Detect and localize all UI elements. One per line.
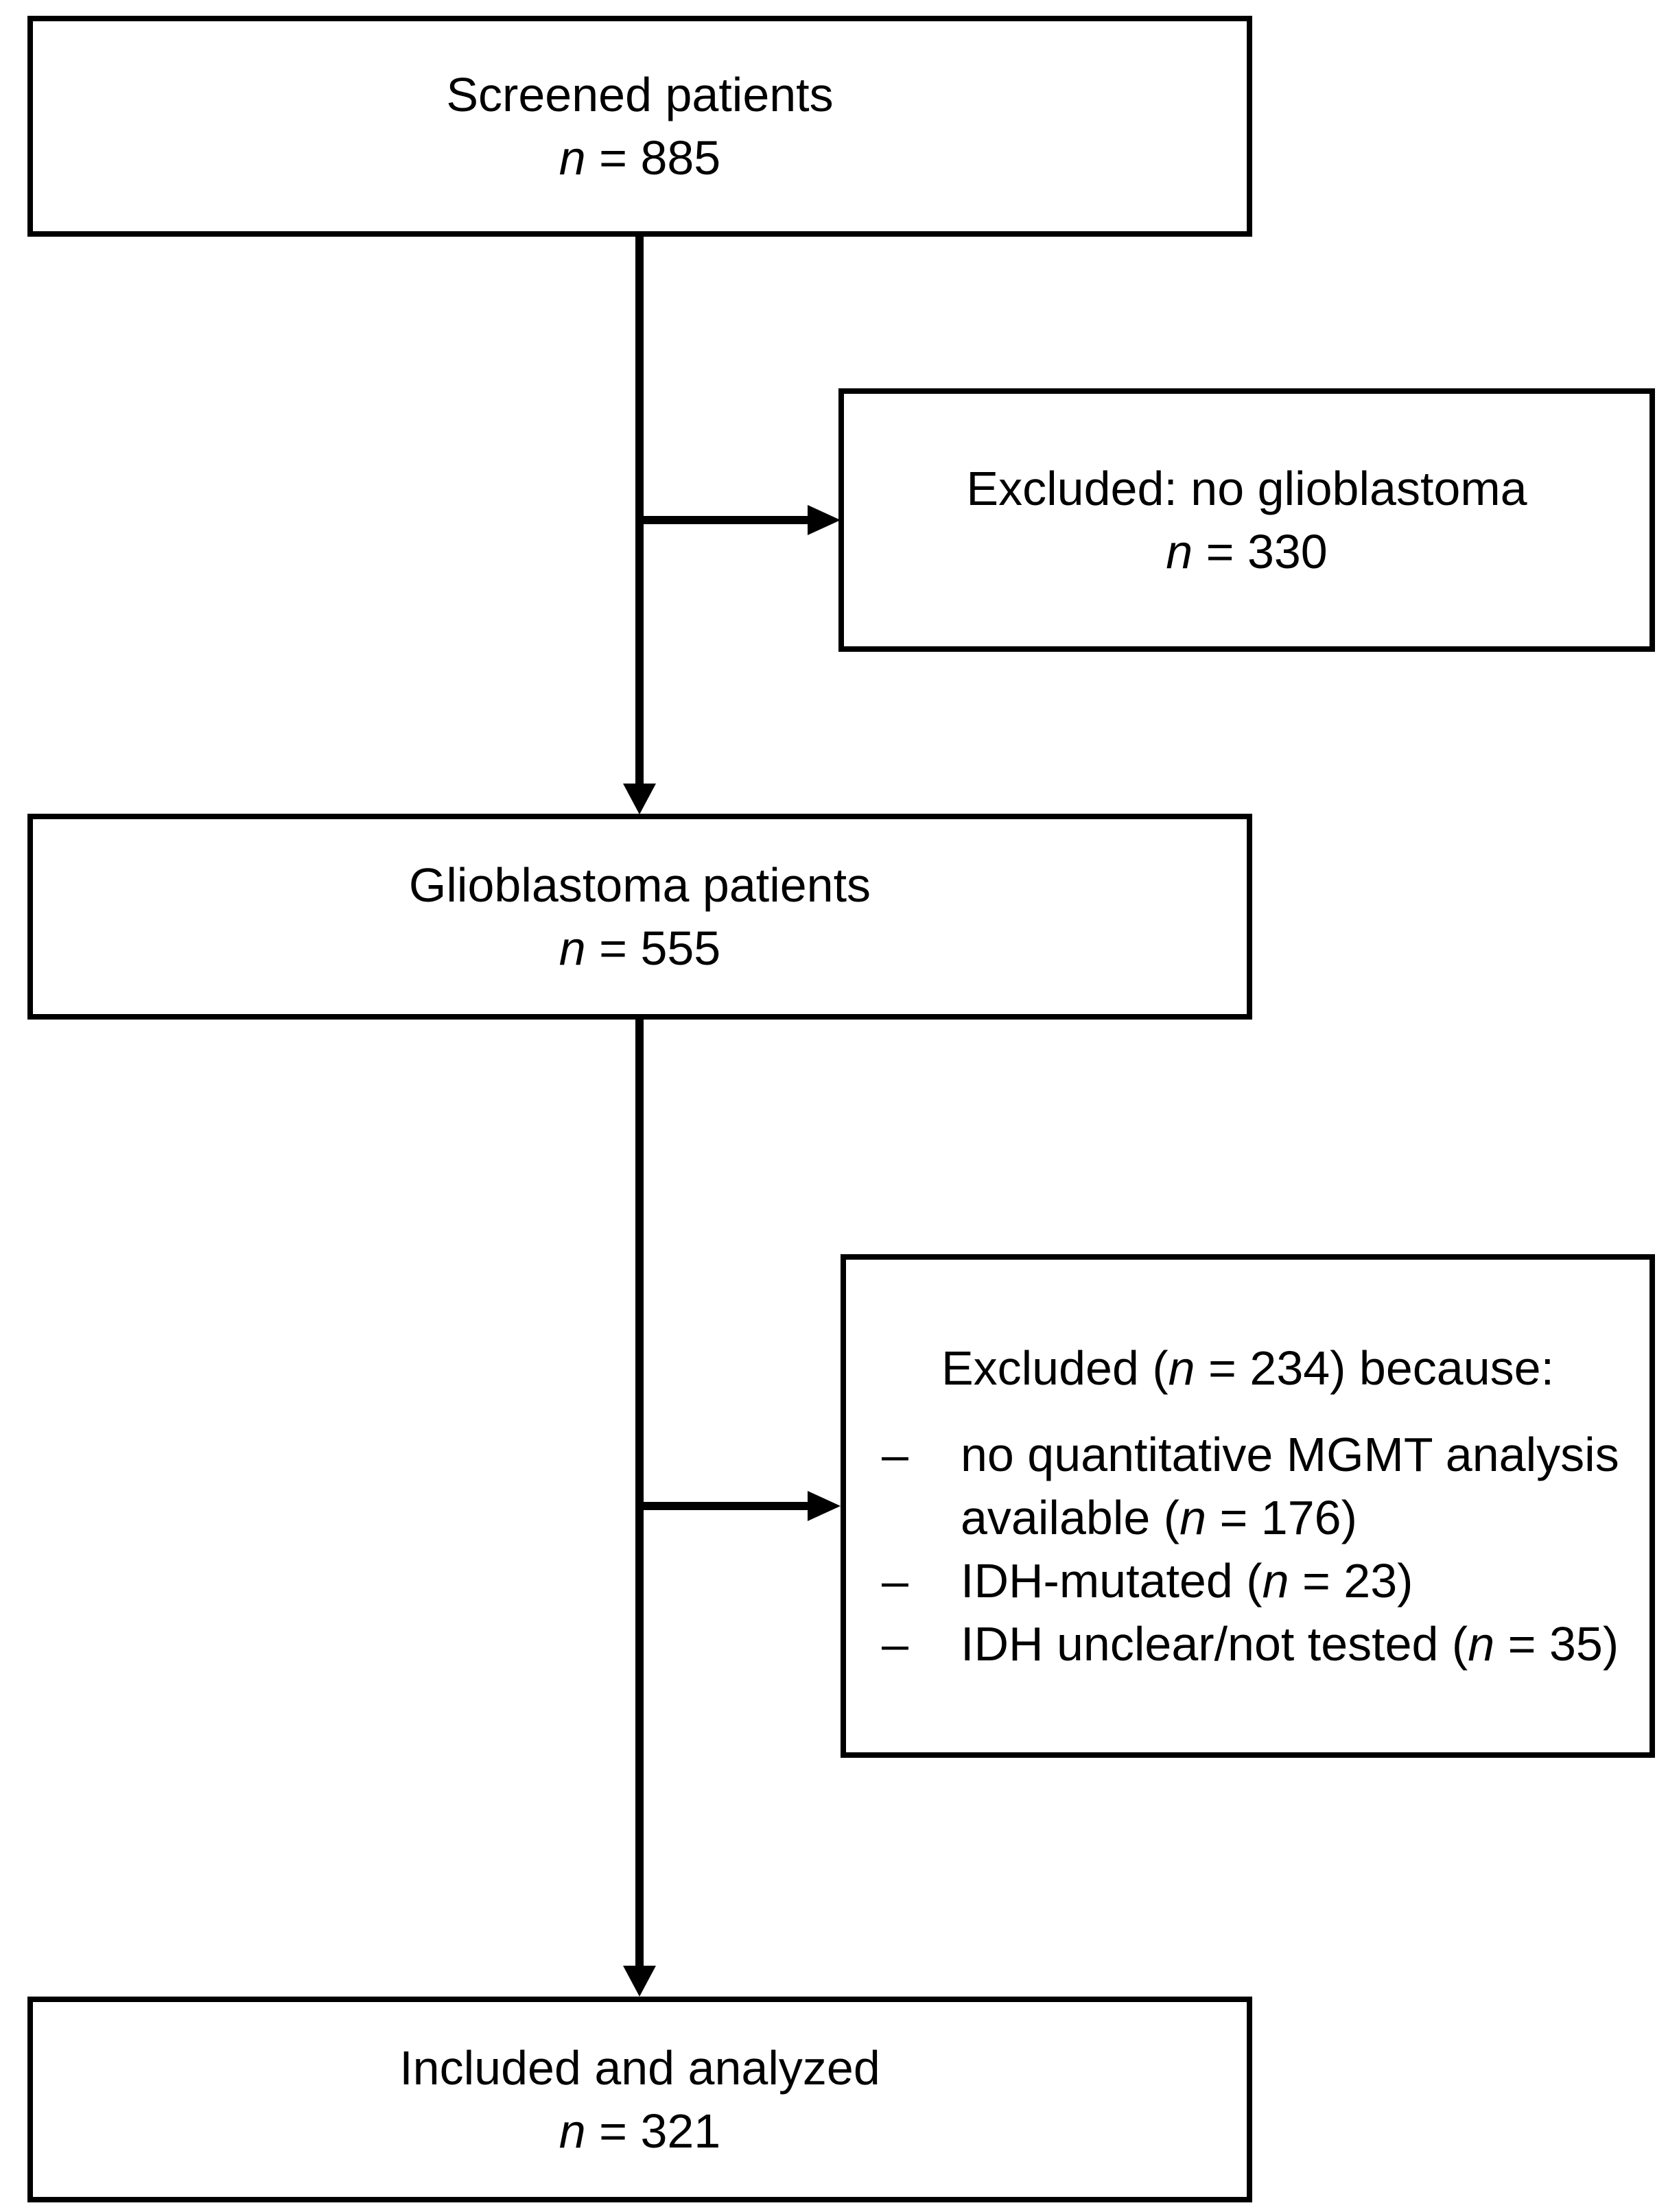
box-included-analyzed: Included and analyzed n = 321 — [27, 1997, 1252, 2202]
box-excluded2-heading: Excluded (n = 234) because: — [846, 1337, 1649, 1400]
dash-bullet: – — [882, 1617, 908, 1671]
box-excluded1-label: Excluded: no glioblastoma — [966, 462, 1527, 515]
n-value: = 330 — [1193, 525, 1328, 578]
heading-text: = 234) because: — [1195, 1341, 1555, 1395]
connector-vertical-1 — [635, 237, 644, 786]
list-item-text: no quantitative MGMT analysis available … — [961, 1423, 1647, 1549]
n-value: = 555 — [585, 921, 721, 975]
n-symbol: n — [1262, 1554, 1289, 1608]
n-value: = 321 — [585, 2104, 721, 2158]
heading-text: Excluded ( — [941, 1341, 1169, 1395]
n-symbol: n — [559, 2104, 586, 2158]
box-included-count: n = 321 — [33, 2099, 1247, 2163]
bullet-text: no quantitative MGMT analysis available … — [961, 1428, 1619, 1544]
dash-bullet: – — [882, 1554, 908, 1608]
box-excluded1-count: n = 330 — [844, 520, 1649, 583]
n-symbol: n — [559, 921, 586, 975]
bullet-text: = 176) — [1206, 1491, 1357, 1544]
arrowhead-right-icon — [808, 505, 841, 535]
dash-bullet: – — [882, 1428, 908, 1481]
box-included-label: Included and analyzed — [399, 2041, 880, 2095]
list-item-text: IDH-mutated (n = 23) — [961, 1549, 1647, 1612]
connector-vertical-2 — [635, 1020, 644, 1967]
bullet-text: = 23) — [1289, 1554, 1413, 1608]
list-item: – no quantitative MGMT analysis availabl… — [882, 1423, 1649, 1549]
n-symbol: n — [1468, 1617, 1495, 1671]
connector-branch-2 — [639, 1502, 808, 1510]
list-item: – IDH unclear/not tested (n = 35) — [882, 1612, 1649, 1675]
bullet-text: = 35) — [1494, 1617, 1619, 1671]
list-item-text: IDH unclear/not tested (n = 35) — [961, 1612, 1647, 1675]
box-glioblastoma-label: Glioblastoma patients — [408, 858, 871, 912]
box-screened-patients: Screened patients n = 885 — [27, 16, 1252, 237]
n-symbol: n — [1166, 525, 1193, 578]
box-glioblastoma-patients: Glioblastoma patients n = 555 — [27, 814, 1252, 1020]
bullet-text: IDH-mutated ( — [961, 1554, 1263, 1608]
n-symbol: n — [1179, 1491, 1207, 1544]
box-excluded-no-glioblastoma: Excluded: no glioblastoma n = 330 — [838, 388, 1655, 652]
n-value: = 885 — [585, 131, 721, 185]
arrowhead-down-icon — [623, 1966, 656, 1997]
list-item: – IDH-mutated (n = 23) — [882, 1549, 1649, 1612]
box-screened-label: Screened patients — [446, 68, 834, 121]
exclusion-reason-list: – no quantitative MGMT analysis availabl… — [846, 1423, 1649, 1675]
arrowhead-right-icon — [808, 1491, 841, 1521]
box-glioblastoma-count: n = 555 — [33, 917, 1247, 980]
connector-branch-1 — [639, 516, 808, 524]
box-screened-count: n = 885 — [33, 126, 1247, 189]
bullet-text: IDH unclear/not tested ( — [961, 1617, 1468, 1671]
n-symbol: n — [559, 131, 586, 185]
box-excluded-reasons: Excluded (n = 234) because: – no quantit… — [841, 1254, 1655, 1758]
n-symbol: n — [1168, 1341, 1195, 1395]
arrowhead-down-icon — [623, 784, 656, 814]
